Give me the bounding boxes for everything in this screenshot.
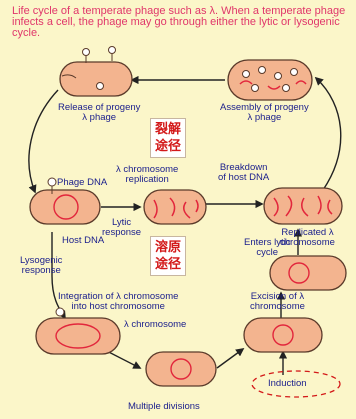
label-enters-lytic: Enters lytic cycle (244, 238, 290, 258)
label-lambda-chromosome: λ chromosome (124, 320, 186, 330)
cell-excision (244, 318, 322, 352)
cell-replication (144, 190, 206, 224)
arrow-division-to-excision (217, 349, 243, 368)
lytic-pathway-annotation: 裂解 途径 (150, 118, 186, 158)
label-excision: Excision of λ chromosome (250, 292, 305, 312)
label-phage-dna: Phage DNA (57, 178, 107, 188)
cell-division (146, 352, 216, 386)
label-multiple-divisions: Multiple divisions (128, 402, 200, 412)
cell-enters-lytic (270, 256, 346, 290)
label-assembly: Assembly of progeny λ phage (220, 103, 309, 123)
cell-assembly (228, 60, 312, 100)
lysogenic-pathway-annotation: 溶原 途径 (150, 236, 186, 276)
cell-release (60, 47, 132, 97)
label-host-dna: Host DNA (62, 236, 104, 246)
cell-integration (36, 308, 120, 354)
label-release: Release of progeny λ phage (58, 103, 140, 123)
arrow-replicated-to-assembly (316, 78, 341, 190)
label-lytic-response: Lytic response (102, 218, 141, 238)
label-integration: Integration of λ chromosome into host ch… (58, 292, 178, 312)
label-breakdown: Breakdown of host DNA (218, 163, 269, 183)
arrow-release-to-infection (29, 90, 58, 192)
caption: Life cycle of a temperate phage such as … (12, 6, 352, 39)
cell-replicated (264, 188, 342, 224)
label-lambda-replication: λ chromosome replication (116, 165, 178, 185)
label-lysogenic: Lysogenic response (20, 256, 62, 276)
label-induction: Induction (268, 379, 307, 389)
